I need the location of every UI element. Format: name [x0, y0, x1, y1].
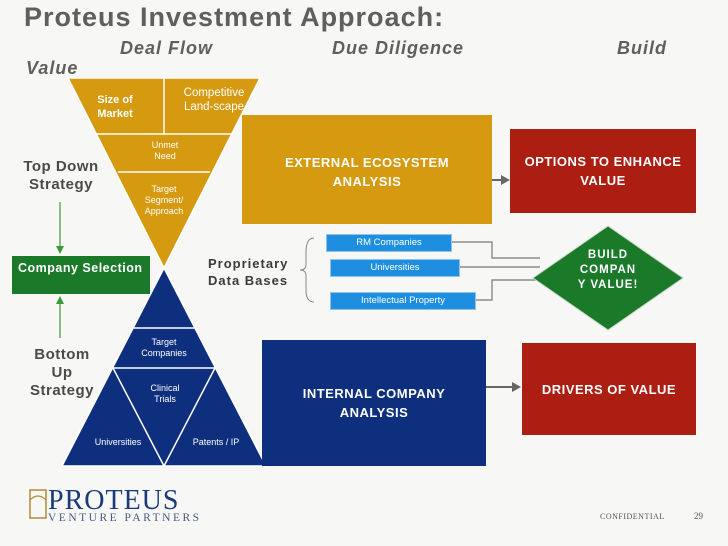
build-diamond — [532, 225, 684, 331]
pyramid-divider-right — [163, 367, 216, 467]
phase-value: Value — [26, 58, 79, 78]
size-of-market-label: Size of Market — [97, 94, 133, 120]
bottom-up-strategy-label: Bottom Up Strategy — [29, 346, 95, 399]
phase-deal-flow: Deal Flow — [120, 38, 214, 58]
clinical-trials-label: Clinical Trials — [150, 383, 180, 404]
company-selection-box: Company Selection — [12, 256, 150, 294]
top-down-strategy-label: Top Down Strategy — [23, 158, 99, 193]
bottom-up-arrow-head — [56, 296, 64, 304]
options-box: OPTIONS TO ENHANCE VALUE — [510, 129, 696, 213]
logo: PROTEUS — [48, 485, 180, 516]
internal-to-drivers-arrow-head — [512, 382, 521, 392]
database-pill: RM Companies — [326, 234, 452, 252]
external-to-options-arrow-head — [501, 175, 510, 185]
competitive-landscape-label: Competitive Land-scape — [183, 87, 245, 113]
top-down-arrow-head — [56, 246, 64, 254]
build-company-label: BUILD COMPAN Y VALUE! — [577, 249, 639, 291]
database-brace — [299, 237, 315, 303]
page-title: Proteus Investment Approach: — [24, 2, 445, 32]
confidential-label: CONFIDENTIAL — [600, 512, 665, 521]
phase-due-diligence: Due Diligence — [332, 38, 465, 58]
external-ecosystem-box: EXTERNAL ECOSYSTEM ANALYSIS — [242, 115, 492, 224]
target-segment-label: Target Segment/ Approach — [144, 184, 184, 216]
unmet-need-label: Unmet Need — [151, 140, 179, 161]
pyramid-divider-left — [112, 367, 165, 467]
universities-label: Universities — [94, 437, 142, 447]
patents-label: Patents / IP — [192, 437, 240, 447]
database-pill: Intellectual Property — [330, 292, 476, 310]
db-connector-3 — [474, 279, 540, 301]
page-number: 29 — [694, 511, 703, 521]
logo-icon — [29, 489, 47, 519]
logo-subtitle: VENTURE PARTNERS — [48, 512, 202, 524]
target-companies-label: Target Companies — [141, 337, 187, 358]
db-connector-1 — [450, 241, 540, 259]
phase-build: Build — [617, 38, 667, 58]
database-pill: Universities — [330, 259, 460, 277]
internal-company-box: INTERNAL COMPANY ANALYSIS — [262, 340, 486, 466]
drivers-box: DRIVERS OF VALUE — [522, 343, 696, 435]
proprietary-databases-label: Proprietary Data Bases — [208, 256, 289, 288]
